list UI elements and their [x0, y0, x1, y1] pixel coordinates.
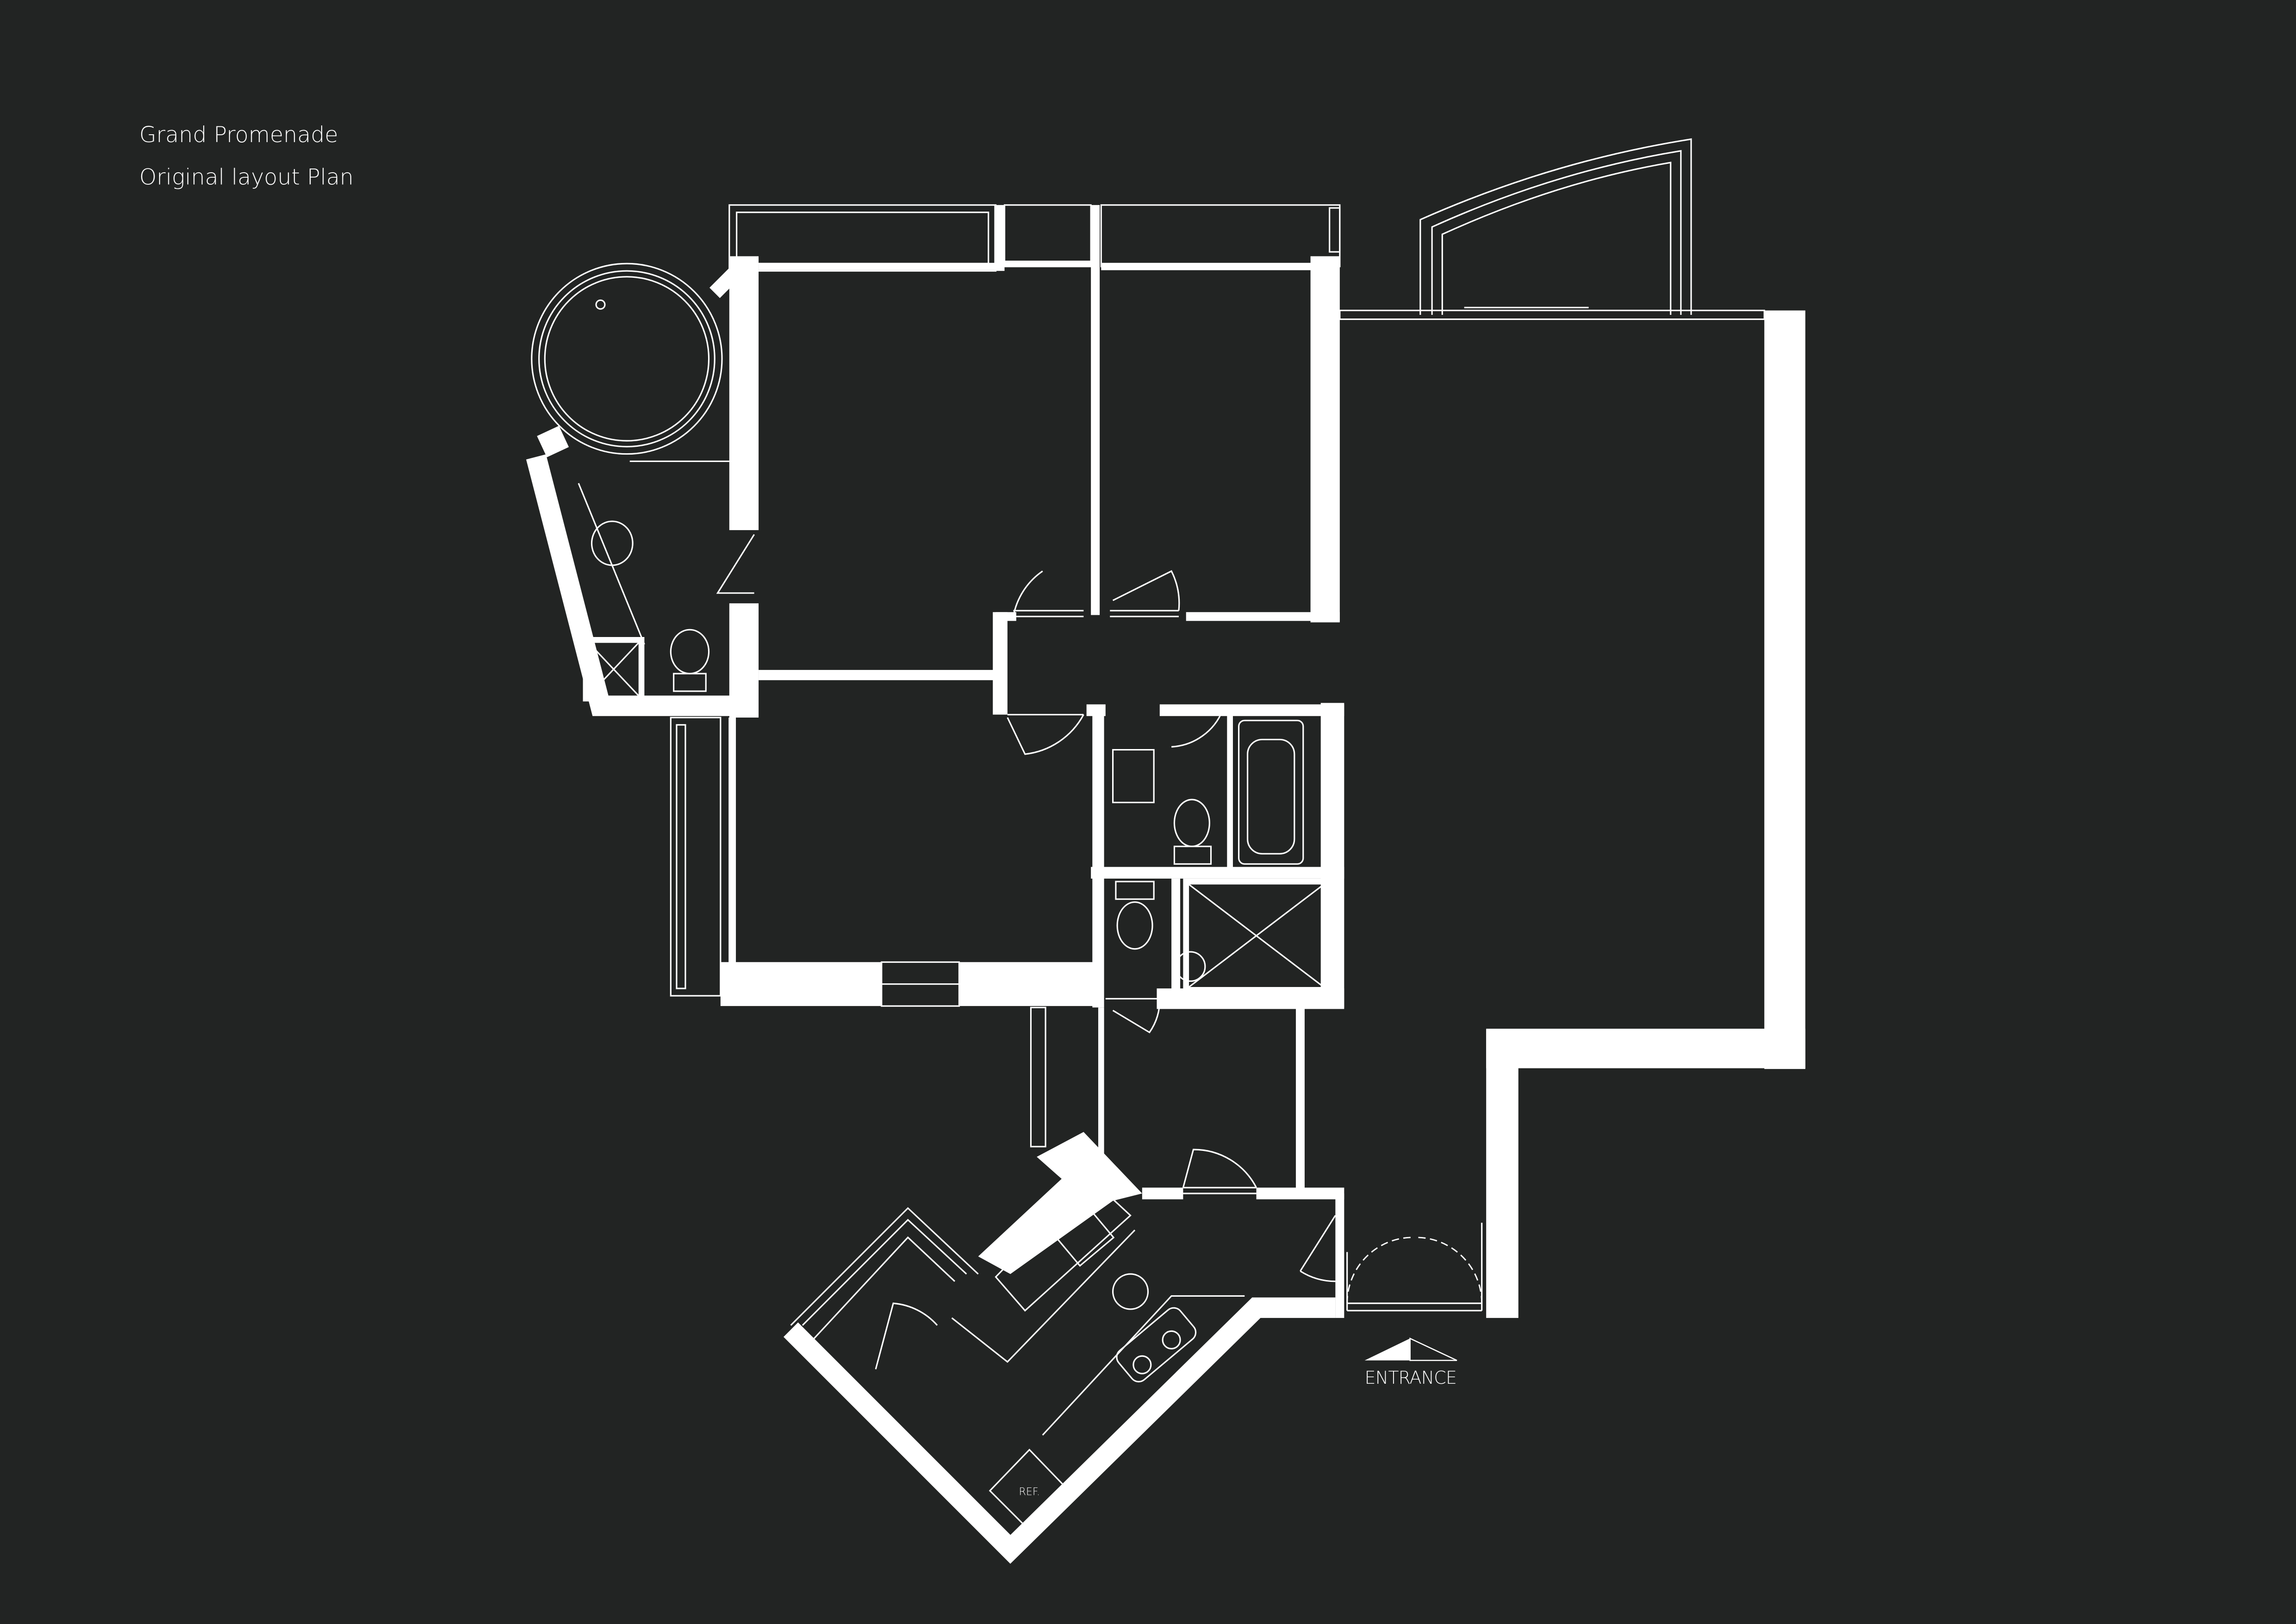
balcony-door	[1339, 310, 1765, 320]
floor-plan: REF.	[526, 138, 1805, 1564]
bedroom-top-left	[709, 204, 1008, 718]
master-bathroom	[526, 262, 733, 716]
kitchen: REF.	[784, 1132, 1336, 1564]
door-swing	[1007, 714, 1084, 755]
sink	[1052, 1205, 1115, 1267]
entrance-double-door	[1346, 1237, 1483, 1304]
door-swing	[1182, 1149, 1257, 1194]
balcony	[1419, 138, 1692, 315]
wall	[978, 1132, 1142, 1274]
shower	[583, 637, 645, 702]
angled-wall	[526, 454, 733, 716]
bedroom-bottom-left	[670, 714, 1095, 1007]
sink	[1112, 749, 1155, 804]
door-swing	[1105, 998, 1161, 1034]
window	[1030, 1006, 1046, 1148]
door-swing	[1300, 1215, 1336, 1282]
door-swing	[716, 534, 755, 594]
sink	[1175, 951, 1206, 982]
door-swing	[1164, 709, 1224, 748]
bathroom-block	[1086, 703, 1344, 1034]
toilet	[1116, 901, 1153, 950]
column	[994, 205, 1005, 271]
sink-counter	[995, 1178, 1132, 1312]
bedroom-top-right	[996, 204, 1341, 623]
living-room	[1339, 138, 1805, 1318]
kitchen-balcony	[790, 1207, 979, 1326]
stove	[1116, 1307, 1197, 1383]
shower	[1183, 878, 1330, 993]
door-swing	[1012, 570, 1084, 618]
refrigerator	[989, 1449, 1070, 1531]
plan-title: Original layout Plan	[139, 165, 354, 190]
entrance-label: ENTRANCE	[1365, 1368, 1457, 1388]
bathtub	[1238, 719, 1304, 865]
person-figure	[1112, 1273, 1149, 1310]
round-bathtub	[531, 262, 723, 455]
refrigerator-label: REF.	[1019, 1486, 1040, 1498]
window-frame	[670, 717, 722, 997]
door-swing	[1110, 570, 1180, 618]
kitchen-wall	[784, 1297, 1336, 1564]
project-name: Grand Promenade	[139, 122, 338, 148]
door-swing	[875, 1302, 938, 1370]
